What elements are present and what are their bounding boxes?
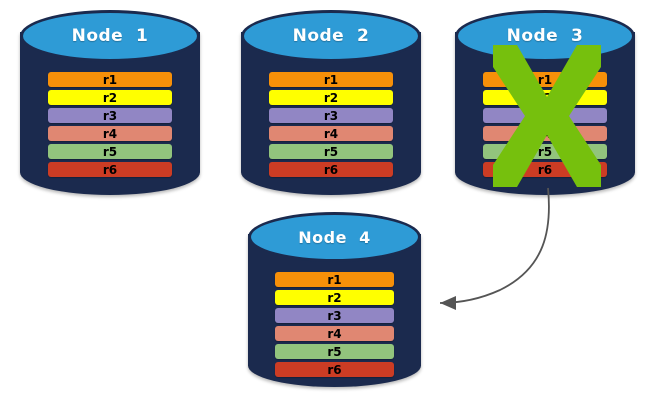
node-2-row-r3[interactable]: r3 [269, 108, 393, 123]
row-label: r4 [327, 326, 342, 341]
row-label: r1 [537, 72, 553, 87]
node-3-row-r4[interactable]: r4 [483, 126, 607, 141]
node-2-row-r5[interactable]: r5 [269, 144, 393, 159]
node-2-cylinder-top: Node 2 [241, 10, 421, 62]
node-3[interactable]: Node 3 r1 r2 r3 r4 r5 r6 [455, 10, 635, 195]
node-1-row-r3[interactable]: r3 [48, 108, 172, 123]
node-4-row-r4[interactable]: r4 [275, 326, 394, 341]
node-1[interactable]: Node 1 r1 r2 r3 r4 r5 r6 [20, 10, 200, 195]
node-3-row-r5[interactable]: r5 [483, 144, 607, 159]
node-1-row-r4[interactable]: r4 [48, 126, 172, 141]
row-label: r4 [537, 126, 553, 141]
row-label: r4 [102, 126, 118, 141]
node-3-title: Node 3 [506, 26, 584, 46]
row-label: r2 [323, 90, 339, 105]
node-3-row-r3[interactable]: r3 [483, 108, 607, 123]
row-label: r3 [327, 308, 342, 323]
node-2-row-r2[interactable]: r2 [269, 90, 393, 105]
node-4-row-r5[interactable]: r5 [275, 344, 394, 359]
node-2[interactable]: Node 2 r1 r2 r3 r4 r5 r6 [241, 10, 421, 195]
row-label: r6 [102, 162, 118, 177]
row-label: r2 [537, 90, 553, 105]
row-label: r5 [102, 144, 118, 159]
row-label: r3 [323, 108, 339, 123]
node-1-title: Node 1 [71, 26, 149, 46]
node-2-row-r1[interactable]: r1 [269, 72, 393, 87]
node-1-row-r5[interactable]: r5 [48, 144, 172, 159]
node-3-row-list: r1 r2 r3 r4 r5 r6 [455, 62, 635, 177]
node-1-cylinder-top: Node 1 [20, 10, 200, 62]
node-4-row-r6[interactable]: r6 [275, 362, 394, 377]
row-label: r2 [102, 90, 118, 105]
node-4-row-r2[interactable]: r2 [275, 290, 394, 305]
row-label: r2 [327, 290, 342, 305]
node-1-row-r2[interactable]: r2 [48, 90, 172, 105]
row-label: r3 [537, 108, 553, 123]
row-label: r6 [327, 362, 342, 377]
row-label: r1 [323, 72, 339, 87]
row-label: r1 [327, 272, 342, 287]
node-3-row-r6[interactable]: r6 [483, 162, 607, 177]
node-4-title: Node 4 [298, 227, 371, 247]
node-4-row-r1[interactable]: r1 [275, 272, 394, 287]
row-label: r5 [327, 344, 342, 359]
node-2-row-list: r1 r2 r3 r4 r5 r6 [241, 62, 421, 177]
row-label: r5 [323, 144, 339, 159]
node-1-row-list: r1 r2 r3 r4 r5 r6 [20, 62, 200, 177]
node-3-cylinder-top: Node 3 [455, 10, 635, 62]
node-2-row-r6[interactable]: r6 [269, 162, 393, 177]
row-label: r6 [323, 162, 339, 177]
node-4-row-r3[interactable]: r3 [275, 308, 394, 323]
node-4[interactable]: Node 4 r1 r2 r3 r4 r5 r6 [248, 212, 421, 387]
row-label: r5 [537, 144, 553, 159]
node-2-title: Node 2 [292, 26, 370, 46]
node-4-row-list: r1 r2 r3 r4 r5 r6 [248, 262, 421, 377]
node-3-row-r2[interactable]: r2 [483, 90, 607, 105]
node-1-row-r1[interactable]: r1 [48, 72, 172, 87]
row-label: r3 [102, 108, 118, 123]
row-label: r4 [323, 126, 339, 141]
node-3-row-r1[interactable]: r1 [483, 72, 607, 87]
node-2-row-r4[interactable]: r4 [269, 126, 393, 141]
node-4-cylinder-top: Node 4 [248, 212, 421, 262]
row-label: r1 [102, 72, 118, 87]
node-1-row-r6[interactable]: r6 [48, 162, 172, 177]
row-label: r6 [537, 162, 553, 177]
